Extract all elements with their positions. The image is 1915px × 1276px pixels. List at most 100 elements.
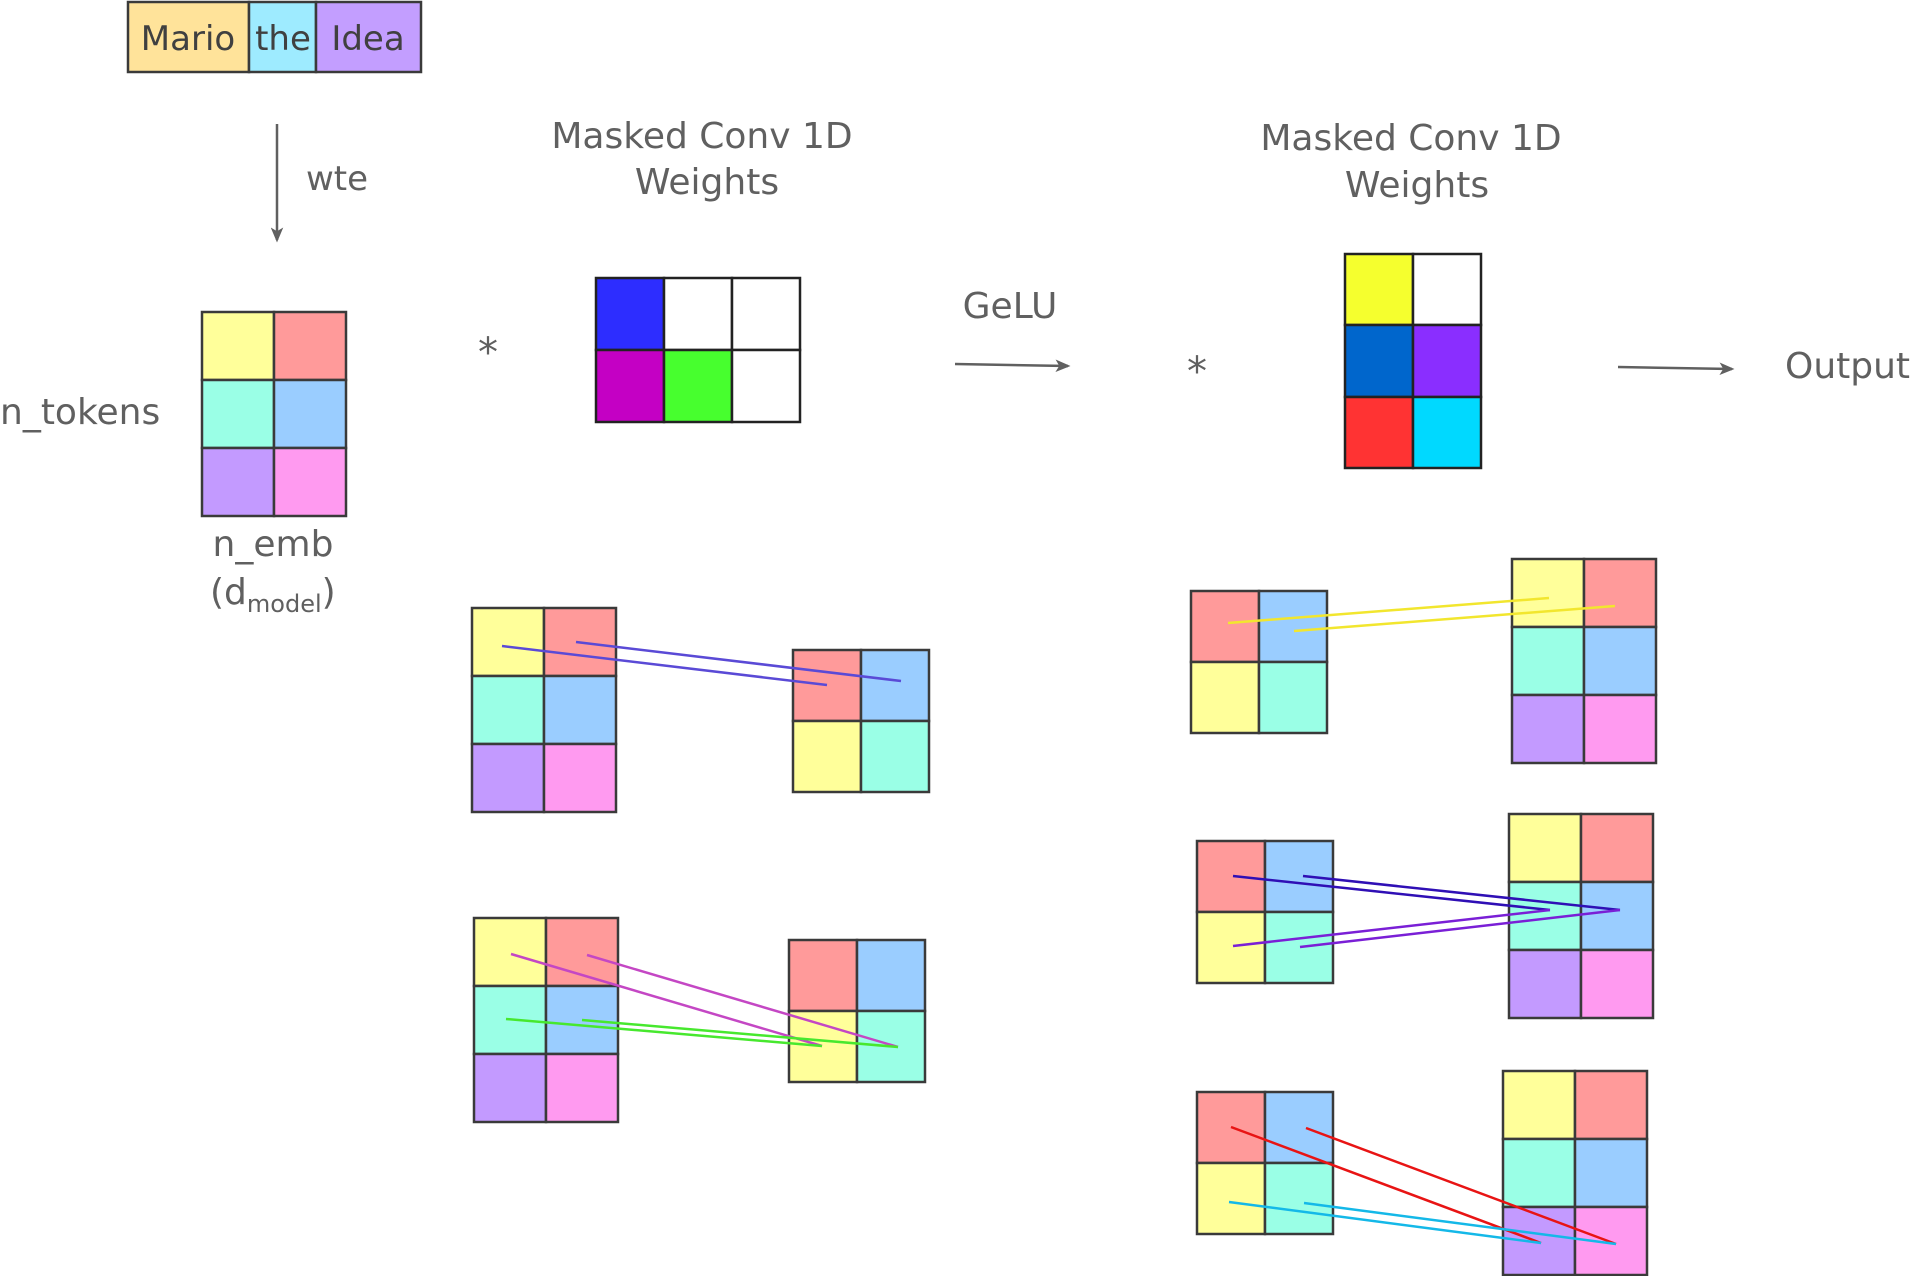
d-model-paren-close: ) — [322, 572, 336, 613]
matrix-cell — [544, 1052, 620, 1124]
d-model-subscript: model — [247, 590, 322, 618]
connection-line — [1232, 874, 1551, 912]
connection-line — [575, 640, 902, 683]
embedding-matrix — [200, 310, 348, 518]
conv2-weight-cell — [1343, 252, 1415, 327]
matrix-cell — [791, 719, 863, 794]
matrix-cell — [1579, 948, 1655, 1020]
conv2-title-line2: Weights — [1345, 165, 1489, 206]
matrix-cell — [1579, 812, 1655, 884]
arrow-right-icon — [954, 359, 1071, 373]
example-conv2-row2 — [1195, 812, 1655, 1020]
connection-line — [1227, 596, 1550, 625]
conv2-title-line1: Masked Conv 1D — [1260, 118, 1561, 159]
matrix-cell — [1189, 589, 1261, 664]
d-model-paren-open: ( — [210, 572, 224, 613]
conv1-weight-matrix — [594, 276, 802, 424]
conv2-weight-matrix — [1343, 252, 1483, 470]
n-emb-label: n_emb — [213, 524, 334, 565]
matrix-cell — [1507, 812, 1583, 884]
connection-line — [586, 953, 899, 1049]
matrix-cell — [1195, 1161, 1267, 1236]
conv2-weight-cell — [1343, 323, 1415, 399]
arrow-right-icon — [1617, 362, 1735, 376]
matrix-cell — [787, 1009, 859, 1084]
matrix-cell — [1263, 839, 1335, 914]
matrix-cell — [1195, 839, 1267, 914]
example-conv1-row2 — [472, 916, 927, 1124]
matrix-cell — [1582, 625, 1658, 697]
conv2-weight-cell — [1411, 395, 1483, 470]
conv1-weight-cell — [594, 276, 666, 352]
connection-line — [1293, 604, 1616, 633]
connection-line — [1302, 874, 1621, 912]
conv2-weight-cell — [1411, 252, 1483, 327]
emb-cell — [272, 446, 348, 518]
matrix-cell — [1573, 1137, 1649, 1209]
output-label: Output — [1785, 346, 1910, 387]
connection-line — [1303, 1201, 1617, 1246]
conv1-title-line1: Masked Conv 1D — [551, 116, 852, 157]
connection-line — [501, 644, 828, 687]
token-sequence: Mario the Idea — [126, 0, 423, 74]
emb-cell — [200, 446, 276, 518]
token-box-mario — [126, 0, 251, 74]
emb-cell — [272, 378, 348, 450]
n-tokens-label: n_tokens — [0, 392, 160, 433]
gelu-label: GeLU — [963, 286, 1058, 327]
matrix-cell — [1510, 557, 1586, 629]
matrix-cell — [1263, 910, 1335, 985]
matrix-cell — [1510, 693, 1586, 765]
connection-line — [1232, 908, 1551, 948]
connection-line — [1230, 1125, 1542, 1245]
conv1-weight-cell — [730, 276, 802, 352]
example-conv2-row3 — [1195, 1069, 1649, 1276]
matrix-cell — [1195, 910, 1267, 985]
matrix-cell — [472, 1052, 548, 1124]
matrix-cell — [1257, 660, 1329, 735]
matrix-cell — [470, 742, 546, 814]
matrix-cell — [859, 719, 931, 794]
matrix-cell — [1573, 1069, 1649, 1141]
token-idea: Idea — [331, 19, 404, 59]
example-conv1-row1 — [470, 606, 931, 814]
multiply-symbol-2: * — [1187, 349, 1207, 395]
token-mario: Mario — [141, 19, 235, 59]
multiply-symbol-1: * — [478, 330, 498, 376]
emb-cell — [200, 310, 276, 382]
connection-line — [1305, 1126, 1617, 1246]
matrix-cell — [1501, 1069, 1577, 1141]
d-model-label: (dmodel) — [210, 572, 336, 618]
matrix-cell — [1263, 1161, 1335, 1236]
conv1-weight-cell — [662, 348, 734, 424]
matrix-cell — [1189, 660, 1261, 735]
matrix-cell — [787, 938, 859, 1013]
matrix-cell — [470, 606, 546, 678]
matrix-cell — [1501, 1137, 1577, 1209]
d-model-d: d — [224, 572, 247, 613]
matrix-cell — [470, 674, 546, 746]
matrix-cell — [855, 938, 927, 1013]
matrix-cell — [1510, 625, 1586, 697]
example-conv2-row1 — [1189, 557, 1658, 765]
connection-line — [581, 1018, 899, 1049]
conv1-weight-cell — [730, 348, 802, 424]
connection-line — [510, 952, 823, 1048]
emb-cell — [272, 310, 348, 382]
conv1-weight-cell — [662, 276, 734, 352]
matrix-cell — [1257, 589, 1329, 664]
connection-line — [1228, 1200, 1542, 1245]
conv2-weight-cell — [1411, 323, 1483, 399]
matrix-cell — [1582, 693, 1658, 765]
matrix-cell — [1507, 948, 1583, 1020]
wte-label: wte — [306, 159, 368, 199]
matrix-cell — [791, 648, 863, 723]
connection-line — [505, 1017, 823, 1048]
token-box-the — [247, 0, 318, 74]
token-box-idea — [314, 0, 423, 74]
matrix-cell — [1582, 557, 1658, 629]
emb-cell — [200, 378, 276, 450]
matrix-cell — [472, 916, 548, 988]
conv1-title-line2: Weights — [635, 162, 779, 203]
